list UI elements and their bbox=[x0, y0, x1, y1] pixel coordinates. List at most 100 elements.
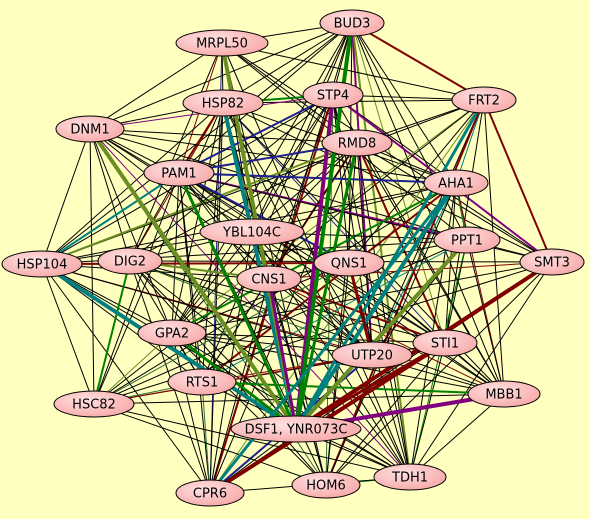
node-aha1[interactable]: AHA1 bbox=[423, 169, 489, 197]
node-label: PAM1 bbox=[161, 167, 196, 182]
node-shape[interactable] bbox=[321, 129, 393, 157]
edge-hsp82-cpr6-51 bbox=[209, 102, 224, 494]
node-label: DIG2 bbox=[114, 255, 146, 270]
node-shape[interactable] bbox=[175, 29, 269, 57]
node-shape[interactable] bbox=[423, 169, 489, 197]
node-hsc82[interactable]: HSC82 bbox=[53, 390, 135, 418]
edge-hsp104-dsf1-t10 bbox=[40, 262, 298, 431]
node-shape[interactable] bbox=[199, 218, 305, 246]
node-shape[interactable] bbox=[143, 159, 215, 187]
edge-smt3-gpa2-196 bbox=[171, 261, 553, 334]
edge-bud3-utp20-13 bbox=[351, 22, 373, 356]
node-hom6[interactable]: HOM6 bbox=[291, 471, 361, 499]
node-qns1[interactable]: QNS1 bbox=[313, 249, 385, 277]
edge-bud3-sti1-12 bbox=[351, 22, 446, 344]
node-cns1[interactable]: CNS1 bbox=[236, 265, 302, 293]
node-shape[interactable] bbox=[175, 479, 245, 507]
node-dsf1[interactable]: DSF1, YNR073C bbox=[230, 415, 362, 443]
node-stp4[interactable]: STP4 bbox=[302, 81, 364, 109]
node-pam1[interactable]: PAM1 bbox=[143, 159, 215, 187]
node-label: DSF1, YNR073C bbox=[245, 423, 348, 438]
node-shape[interactable] bbox=[319, 9, 385, 37]
edge-rmd8-ybl104c-97 bbox=[251, 142, 358, 233]
node-shape[interactable] bbox=[313, 249, 385, 277]
edge-dig2-hsc82-177 bbox=[93, 260, 131, 405]
node-mrpl50[interactable]: MRPL50 bbox=[175, 29, 269, 57]
node-label: UTP20 bbox=[351, 349, 393, 364]
edge-gpa2-hom6-209 bbox=[171, 332, 327, 486]
edge-bud3-frt2-3 bbox=[351, 22, 485, 101]
node-label: MRPL50 bbox=[196, 37, 248, 52]
node-shape[interactable] bbox=[182, 89, 264, 117]
edge-dnm1-dsf1-t11 bbox=[88, 127, 298, 431]
node-shape[interactable] bbox=[291, 471, 361, 499]
node-rts1[interactable]: RTS1 bbox=[167, 368, 237, 396]
node-sti1[interactable]: STI1 bbox=[412, 329, 478, 357]
edge-dig2-dsf1-178 bbox=[129, 260, 297, 430]
node-label: YBL104C bbox=[222, 226, 281, 241]
edge-rmd8-dsf1-t15 bbox=[294, 141, 359, 431]
edge-dnm1-aha1-82 bbox=[89, 128, 457, 184]
node-label: GPA2 bbox=[155, 327, 189, 342]
node-label: DNM1 bbox=[70, 123, 109, 138]
edge-mrpl50-rmd8-22 bbox=[221, 42, 358, 144]
node-shape[interactable] bbox=[55, 115, 125, 143]
edge-dnm1-ppt1-84 bbox=[89, 128, 468, 241]
node-shape[interactable] bbox=[53, 390, 135, 418]
node-dig2[interactable]: DIG2 bbox=[97, 247, 163, 275]
node-shape[interactable] bbox=[230, 415, 362, 443]
edge-rts1-mbb1-219 bbox=[201, 381, 505, 395]
node-shape[interactable] bbox=[302, 81, 364, 109]
node-shape[interactable] bbox=[1, 250, 83, 278]
node-label: HOM6 bbox=[306, 479, 346, 494]
node-frt2[interactable]: FRT2 bbox=[451, 86, 517, 114]
node-shape[interactable] bbox=[137, 319, 207, 347]
node-label: HSP82 bbox=[202, 97, 244, 112]
edge-rmd8-tdh1-107 bbox=[356, 142, 411, 478]
edge-hsp82-hsc82-47 bbox=[93, 102, 224, 405]
node-ybl104c[interactable]: YBL104C bbox=[199, 218, 305, 246]
node-shape[interactable] bbox=[97, 247, 163, 275]
node-hsp82[interactable]: HSP82 bbox=[182, 89, 264, 117]
node-label: CNS1 bbox=[251, 273, 286, 288]
node-shape[interactable] bbox=[467, 380, 541, 408]
node-label: RMD8 bbox=[338, 137, 377, 152]
edge-dnm1-gpa2-88 bbox=[89, 128, 173, 334]
edge-hsp82-gpa2-42 bbox=[171, 102, 224, 334]
edge-stp4-cns1-59 bbox=[268, 94, 334, 280]
node-bud3[interactable]: BUD3 bbox=[319, 9, 385, 37]
edge-aha1-utp20-132 bbox=[371, 182, 457, 356]
node-gpa2[interactable]: GPA2 bbox=[137, 319, 207, 347]
node-label: FRT2 bbox=[468, 94, 500, 109]
node-shape[interactable] bbox=[331, 341, 413, 369]
edge-aha1-dsf1-t4 bbox=[294, 181, 458, 431]
edge-ppt1-dsf1-t5 bbox=[294, 238, 469, 431]
node-smt3[interactable]: SMT3 bbox=[519, 248, 585, 276]
edge-layer bbox=[40, 21, 554, 495]
edge-frt2-hsc82-77 bbox=[93, 99, 485, 405]
node-tdh1[interactable]: TDH1 bbox=[373, 463, 447, 491]
node-hsp104[interactable]: HSP104 bbox=[1, 250, 83, 278]
edge-pam1-aha1-110 bbox=[178, 172, 457, 184]
edge-aha1-hsc82-135 bbox=[93, 182, 457, 405]
edge-pam1-dig2-113 bbox=[129, 172, 180, 262]
node-shape[interactable] bbox=[519, 248, 585, 276]
node-dnm1[interactable]: DNM1 bbox=[55, 115, 125, 143]
node-shape[interactable] bbox=[373, 463, 447, 491]
node-rmd8[interactable]: RMD8 bbox=[321, 129, 393, 157]
node-utp20[interactable]: UTP20 bbox=[331, 341, 413, 369]
node-shape[interactable] bbox=[412, 329, 478, 357]
edge-qns1-hom6-195 bbox=[325, 262, 350, 486]
edge-mbb1-tdh1-224 bbox=[409, 393, 505, 478]
node-shape[interactable] bbox=[433, 226, 501, 254]
node-shape[interactable] bbox=[236, 265, 302, 293]
node-shape[interactable] bbox=[451, 86, 517, 114]
node-ppt1[interactable]: PPT1 bbox=[433, 226, 501, 254]
edge-sti1-dsf1-t18 bbox=[294, 341, 447, 431]
node-shape[interactable] bbox=[167, 368, 237, 396]
node-mbb1[interactable]: MBB1 bbox=[467, 380, 541, 408]
node-cpr6[interactable]: CPR6 bbox=[175, 479, 245, 507]
edge-cns1-dsf1-t16 bbox=[267, 277, 298, 431]
edge-hsp82-hsp104-38 bbox=[41, 102, 224, 265]
